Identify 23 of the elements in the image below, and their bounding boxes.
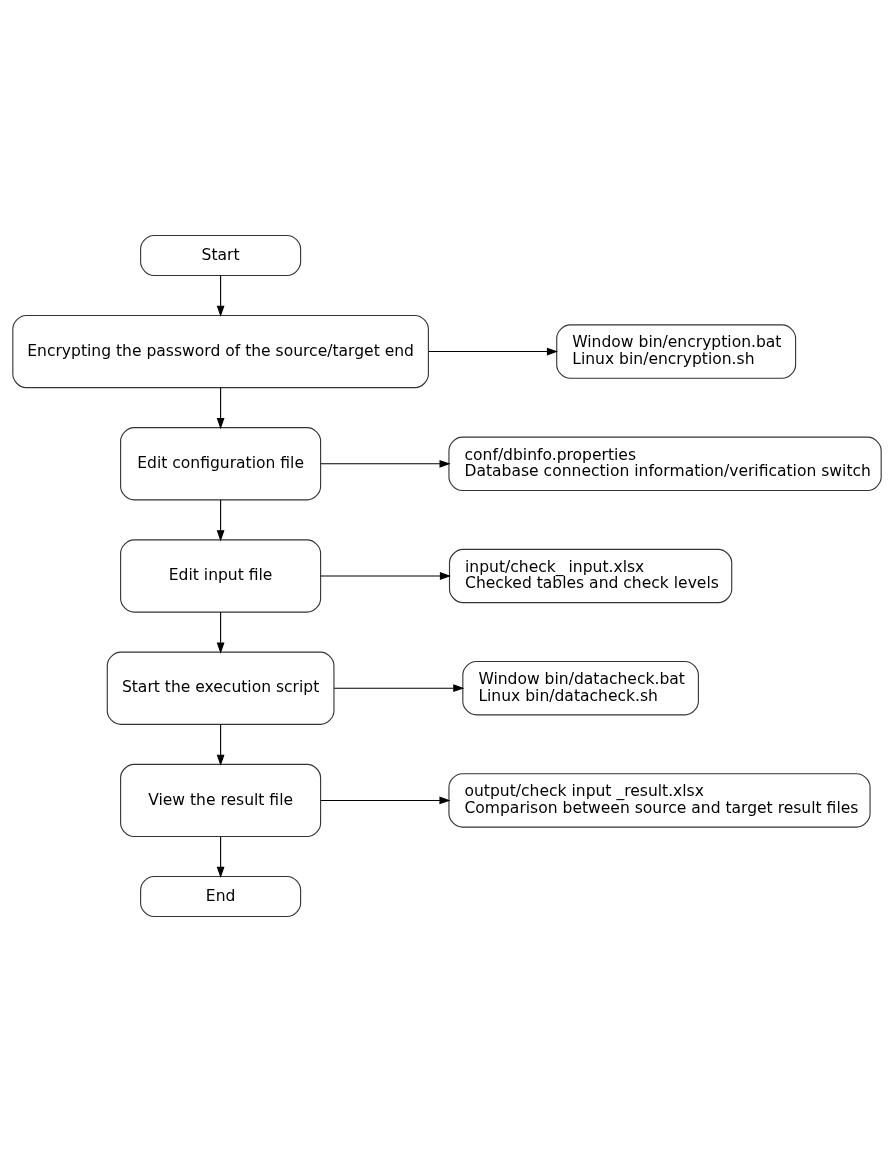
node-box: Window bin/encryption.bat Linux bin/encryption.sh — [556, 323, 797, 379]
node-box: Encrypting the password of the source/target end — [12, 314, 429, 388]
arrow — [216, 498, 225, 541]
arrow — [216, 274, 225, 317]
arrow — [216, 836, 225, 878]
node-box: View the result file — [120, 763, 322, 837]
arrow — [320, 796, 451, 804]
node-box: Window bin/datacheck.bat Linux bin/datacheck.sh — [462, 660, 699, 715]
node-box: Edit configuration file — [120, 426, 322, 500]
arrow — [216, 611, 225, 654]
arrow — [216, 723, 225, 766]
node-box: input/check_ input.xlsx Checked tables and check levels — [448, 548, 733, 603]
node-box: Start — [140, 234, 302, 276]
node-box: End — [140, 875, 302, 917]
node-box: Start the execution script — [106, 651, 335, 725]
node-box: Edit input file — [120, 538, 322, 613]
node-box: output/check input _result.xlsx Comparison between source and target result files — [448, 772, 871, 828]
arrow — [428, 347, 559, 355]
node-box: conf/dbinfo.properties Database connection information/verification switch — [448, 436, 882, 491]
arrow — [333, 683, 465, 692]
arrow — [320, 571, 451, 580]
arrow — [320, 459, 451, 468]
arrow — [216, 386, 225, 429]
